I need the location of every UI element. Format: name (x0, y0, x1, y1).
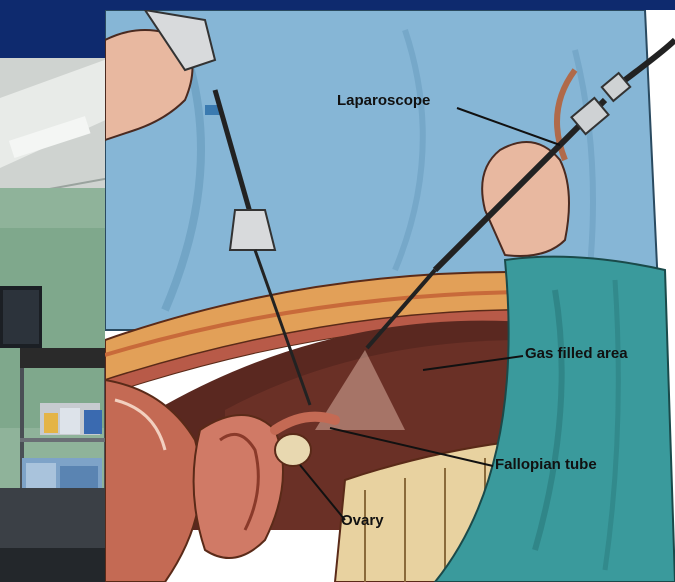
laparoscopy-illustration: Laparoscope Gas filled area Fallopian tu… (105, 10, 675, 582)
operating-room-photo (0, 58, 110, 582)
ovary-label: Ovary (341, 512, 384, 529)
laparoscope-label: Laparoscope (337, 92, 430, 109)
ovary-shape (275, 434, 311, 466)
fallopian-tube-label: Fallopian tube (495, 456, 597, 473)
gas-filled-area-label: Gas filled area (525, 345, 628, 362)
